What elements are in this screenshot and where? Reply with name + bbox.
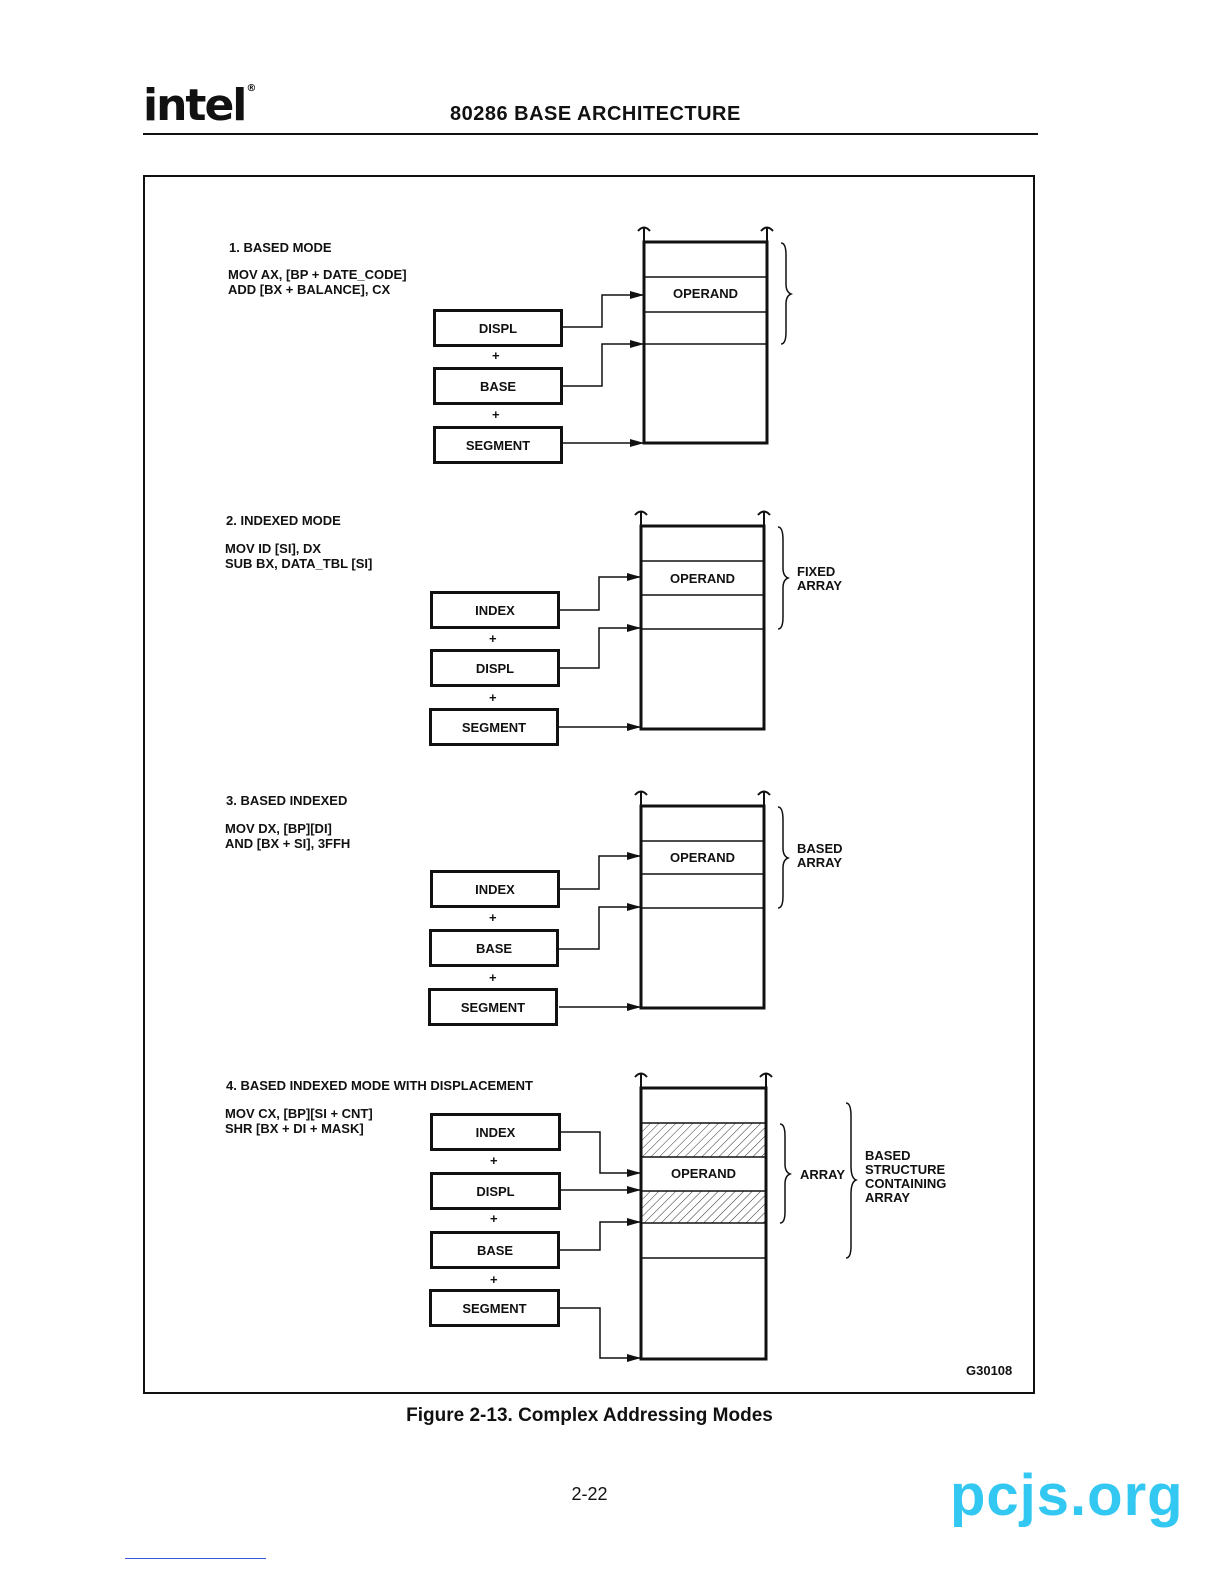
mode-2-brace-label: FIXED ARRAY [797, 564, 843, 593]
mode-2-code: MOV ID [SI], DX SUB BX, DATA_TBL [SI] [225, 541, 373, 571]
mode-4-brace-label: ARRAY [800, 1167, 846, 1182]
figure-frame [143, 175, 1035, 1394]
plus-sign: + [489, 910, 497, 925]
mode-4-box-displ: DISPL [430, 1172, 561, 1210]
page-header-title: 80286 BASE ARCHITECTURE [450, 103, 741, 125]
mode-2-box-index: INDEX [430, 591, 560, 629]
plus-sign: + [492, 407, 500, 422]
mode-4-box-segment: SEGMENT [429, 1289, 560, 1327]
mode-1-box-base: BASE [433, 367, 563, 405]
mode-1-operand: OPERAND [672, 286, 738, 301]
mode-4-operand: OPERAND [670, 1166, 736, 1181]
mode-1-code: MOV AX, [BP + DATE_CODE] ADD [BX + BALAN… [228, 267, 407, 297]
mode-3-title: 3. BASED INDEXED [226, 793, 348, 808]
bottom-link-underline [125, 1558, 266, 1559]
mode-1-memory [562, 226, 794, 447]
plus-sign: + [489, 690, 497, 705]
mode-2-box-displ: DISPL [430, 649, 560, 687]
mode-2-title: 2. INDEXED MODE [226, 513, 341, 528]
plus-sign: + [490, 1153, 498, 1168]
plus-sign: + [489, 970, 497, 985]
mode-3-operand: OPERAND [669, 850, 735, 865]
figure-id: G30108 [966, 1363, 1013, 1378]
mode-1-title: 1. BASED MODE [229, 240, 332, 255]
plus-sign: + [490, 1211, 498, 1226]
mode-2-box-segment: SEGMENT [429, 708, 559, 746]
mode-3-memory [559, 790, 791, 1011]
mode-1-box-segment: SEGMENT [433, 426, 563, 464]
mode-3-brace-label: BASED ARRAY [797, 841, 843, 870]
mode-4-code: MOV CX, [BP][SI + CNT] SHR [BX + DI + MA… [225, 1106, 373, 1136]
watermark: pcjs.org [950, 1463, 1184, 1528]
mode-3-box-index: INDEX [430, 870, 560, 908]
mode-3-box-segment: SEGMENT [428, 988, 558, 1026]
mode-4-outer-brace-label: BASED STRUCTURE CONTAINING ARRAY [865, 1148, 947, 1205]
mode-2-memory [559, 510, 791, 731]
mode-3-box-base: BASE [429, 929, 559, 967]
plus-sign: + [492, 348, 500, 363]
mode-4-memory [560, 1072, 859, 1362]
page-number: 2-22 [571, 1484, 608, 1504]
intel-logo: intel® [143, 80, 256, 131]
mode-4-box-index: INDEX [430, 1113, 561, 1151]
header-rule [143, 133, 1038, 135]
figure-caption: Figure 2-13. Complex Addressing Modes [406, 1405, 773, 1426]
mode-4-box-base: BASE [430, 1231, 560, 1269]
mode-3-code: MOV DX, [BP][DI] AND [BX + SI], 3FFH [225, 821, 351, 851]
mode-4-title: 4. BASED INDEXED MODE WITH DISPLACEMENT [226, 1078, 533, 1093]
plus-sign: + [489, 631, 497, 646]
plus-sign: + [490, 1272, 498, 1287]
mode-1-box-displ: DISPL [433, 309, 563, 347]
mode-2-operand: OPERAND [669, 571, 735, 586]
